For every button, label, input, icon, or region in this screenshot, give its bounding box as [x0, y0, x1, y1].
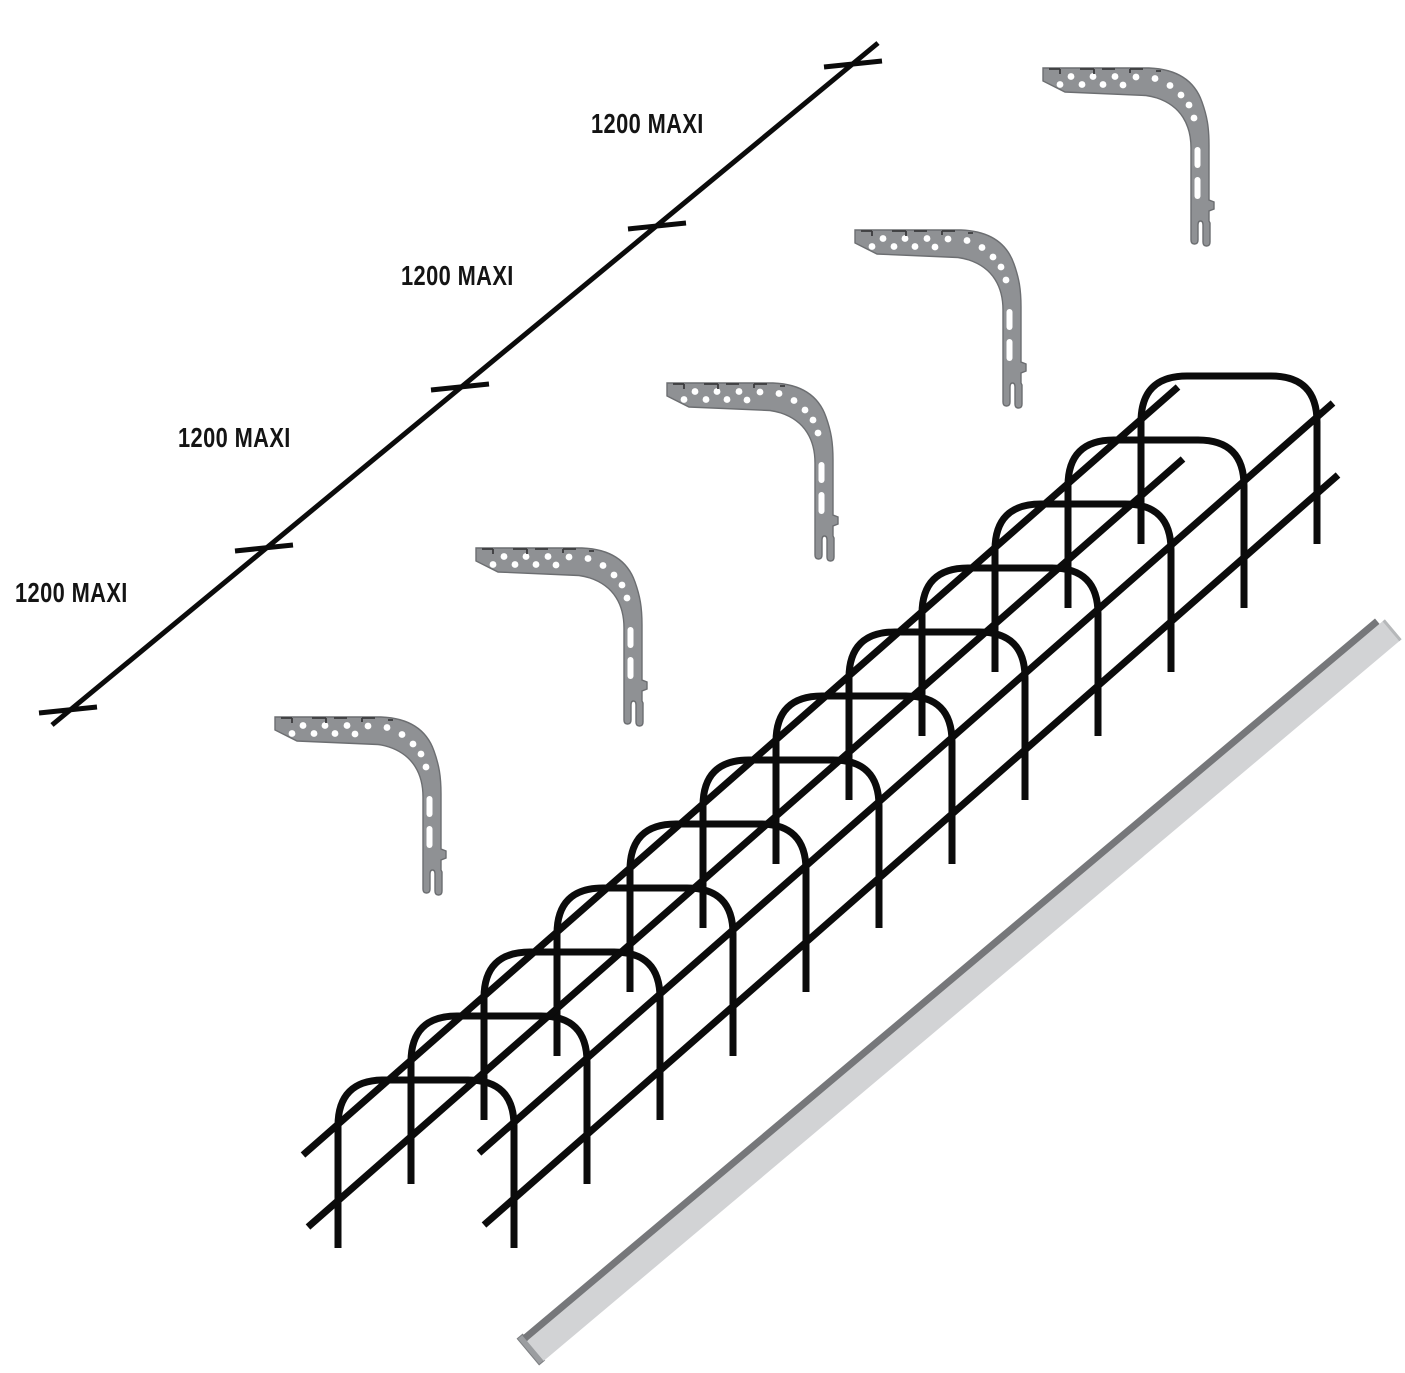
wire-arch [918, 564, 1102, 736]
wire-arch [991, 500, 1175, 672]
longitudinal-wire [481, 472, 1341, 1228]
wire-arch [553, 884, 737, 1056]
dimension-line-group [38, 41, 883, 727]
dimension-tick [627, 220, 687, 232]
longitudinal-wire [476, 400, 1336, 1156]
dimension-label: 1200 MAXI [591, 108, 704, 139]
longitudinal-wire [300, 384, 1181, 1158]
wire-arch [845, 628, 1029, 800]
wire-arch [1137, 372, 1321, 544]
wire-cage [300, 372, 1341, 1248]
perforated-bracket [854, 229, 1027, 409]
dimension-label: 1200 MAXI [401, 260, 514, 291]
wire-arch [334, 1076, 518, 1248]
dimension-tick [430, 381, 490, 393]
wire-arch [699, 756, 883, 928]
longitudinal-wire [305, 456, 1186, 1230]
flat-bar-face [527, 619, 1402, 1361]
perforated-bracket [274, 716, 447, 896]
flat-bar-top-edge [522, 618, 1380, 1341]
wire-arch [480, 948, 664, 1120]
flat-bar-right-end [1382, 619, 1402, 642]
wire-arch [407, 1012, 591, 1184]
perforated-bracket [666, 382, 839, 562]
perforated-bracket [1042, 67, 1215, 247]
dimension-tick [234, 542, 294, 554]
dimension-label: 1200 MAXI [178, 422, 291, 453]
flat-bar [516, 618, 1402, 1366]
wire-arch [1064, 436, 1248, 608]
wire-arch [626, 820, 810, 992]
dimension-tick [38, 704, 98, 716]
perforated-bracket [475, 547, 648, 727]
dimension-tick [823, 58, 883, 70]
dimension-label: 1200 MAXI [15, 577, 128, 608]
wire-arch [772, 692, 956, 864]
